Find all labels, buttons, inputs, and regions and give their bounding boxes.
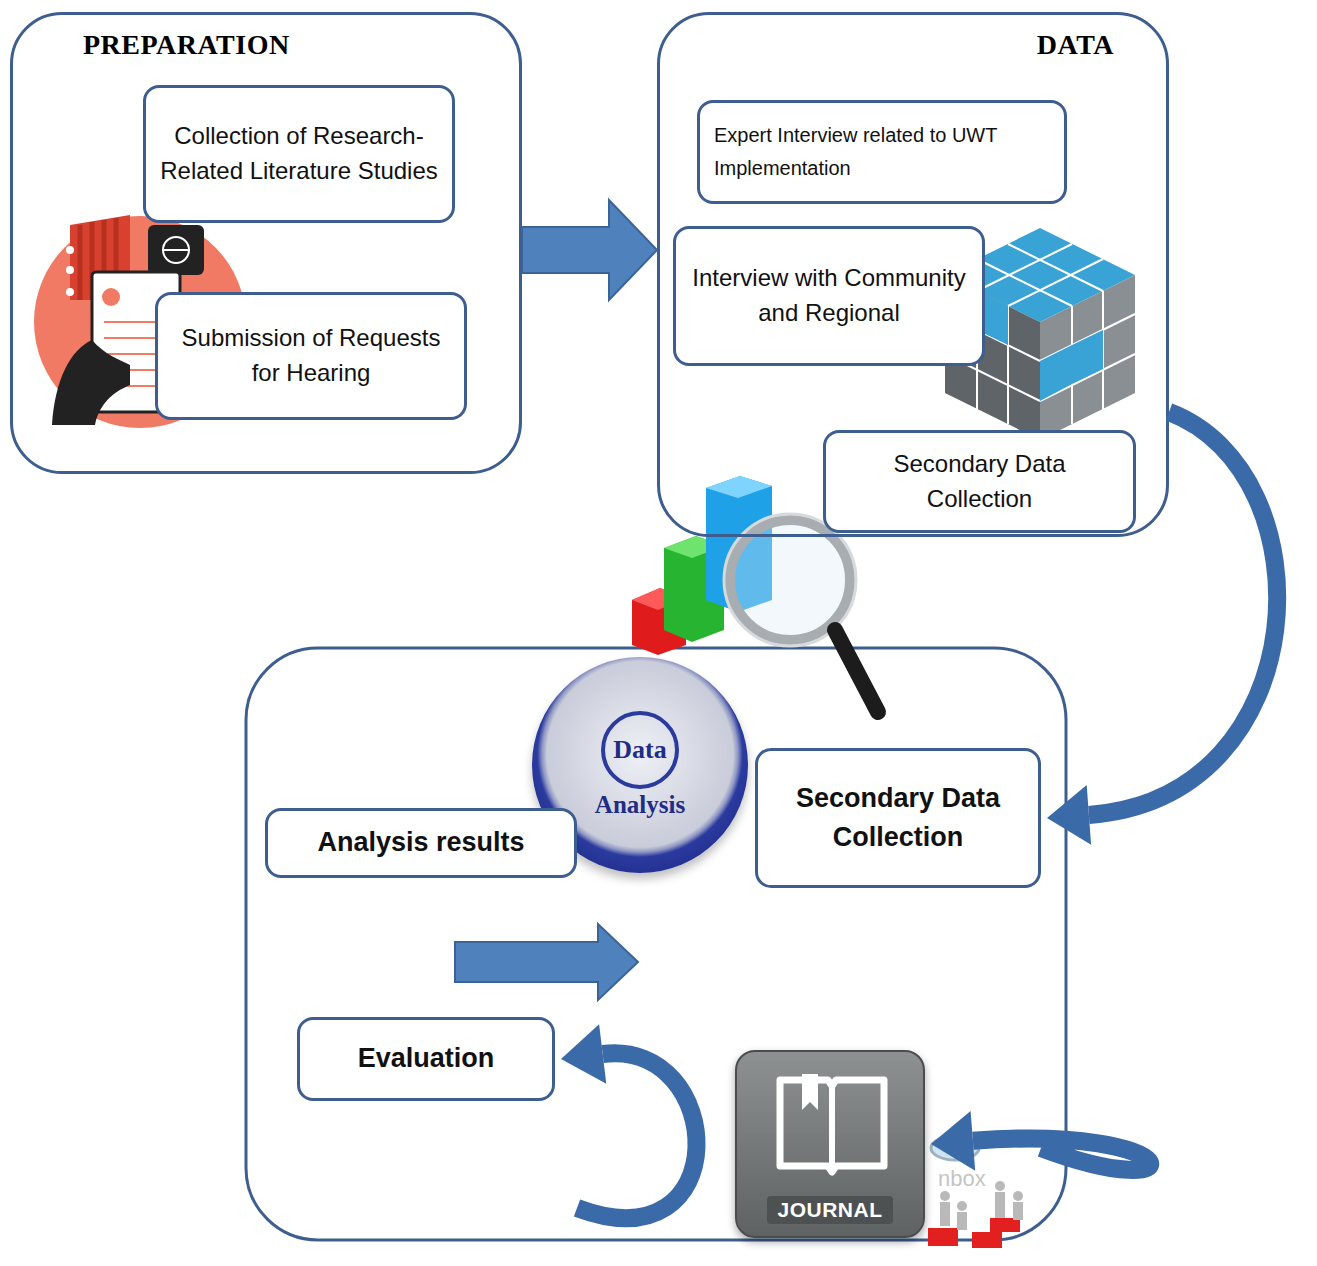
circle-label: Data bbox=[601, 711, 679, 789]
process-box: Collection of Research-Related Literatur… bbox=[143, 85, 455, 223]
process-box: Expert Interview related to UWT Implemen… bbox=[697, 100, 1067, 204]
flow-arrow bbox=[561, 1024, 697, 1218]
book-symbol bbox=[772, 1070, 892, 1180]
process-box: Submission of Requests for Hearing bbox=[155, 292, 467, 420]
stage-heading: DATA bbox=[1037, 29, 1114, 61]
process-box: Evaluation bbox=[297, 1017, 555, 1101]
box-label: Interview with Community and Regional bbox=[690, 261, 968, 331]
stage-panel: PREPARATION Collection of Research-Relate… bbox=[10, 12, 522, 474]
stage-heading: PREPARATION bbox=[83, 29, 290, 61]
branch-arrow bbox=[455, 924, 638, 1000]
watermark-text: nbox bbox=[938, 1166, 986, 1192]
stage-panel: DATA Expert Interview related to UWT Impl… bbox=[657, 12, 1169, 537]
box-label: Collection of Research-Related Literatur… bbox=[160, 119, 438, 189]
process-box: Secondary Data Collection bbox=[823, 430, 1136, 533]
analysis-panel bbox=[246, 648, 1066, 1240]
box-label: Evaluation bbox=[358, 1039, 495, 1078]
flow-arrow bbox=[522, 200, 657, 300]
process-box: Analysis results bbox=[265, 808, 577, 878]
circle-label: Analysis bbox=[595, 791, 685, 819]
icon-label: JOURNAL bbox=[767, 1196, 892, 1224]
box-label: Secondary Data Collection bbox=[772, 779, 1024, 857]
flow-arrow bbox=[931, 1111, 1150, 1171]
journal-icon: JOURNAL bbox=[735, 1050, 925, 1238]
process-box: Secondary Data Collection bbox=[755, 748, 1041, 888]
box-label: Secondary Data Collection bbox=[840, 447, 1119, 517]
people-puzzle-illustration bbox=[928, 1136, 1023, 1248]
process-box: Interview with Community and Regional bbox=[673, 226, 985, 366]
box-label: Submission of Requests for Hearing bbox=[172, 321, 450, 391]
box-label: Expert Interview related to UWT Implemen… bbox=[714, 119, 1050, 185]
box-label: Analysis results bbox=[317, 823, 524, 862]
